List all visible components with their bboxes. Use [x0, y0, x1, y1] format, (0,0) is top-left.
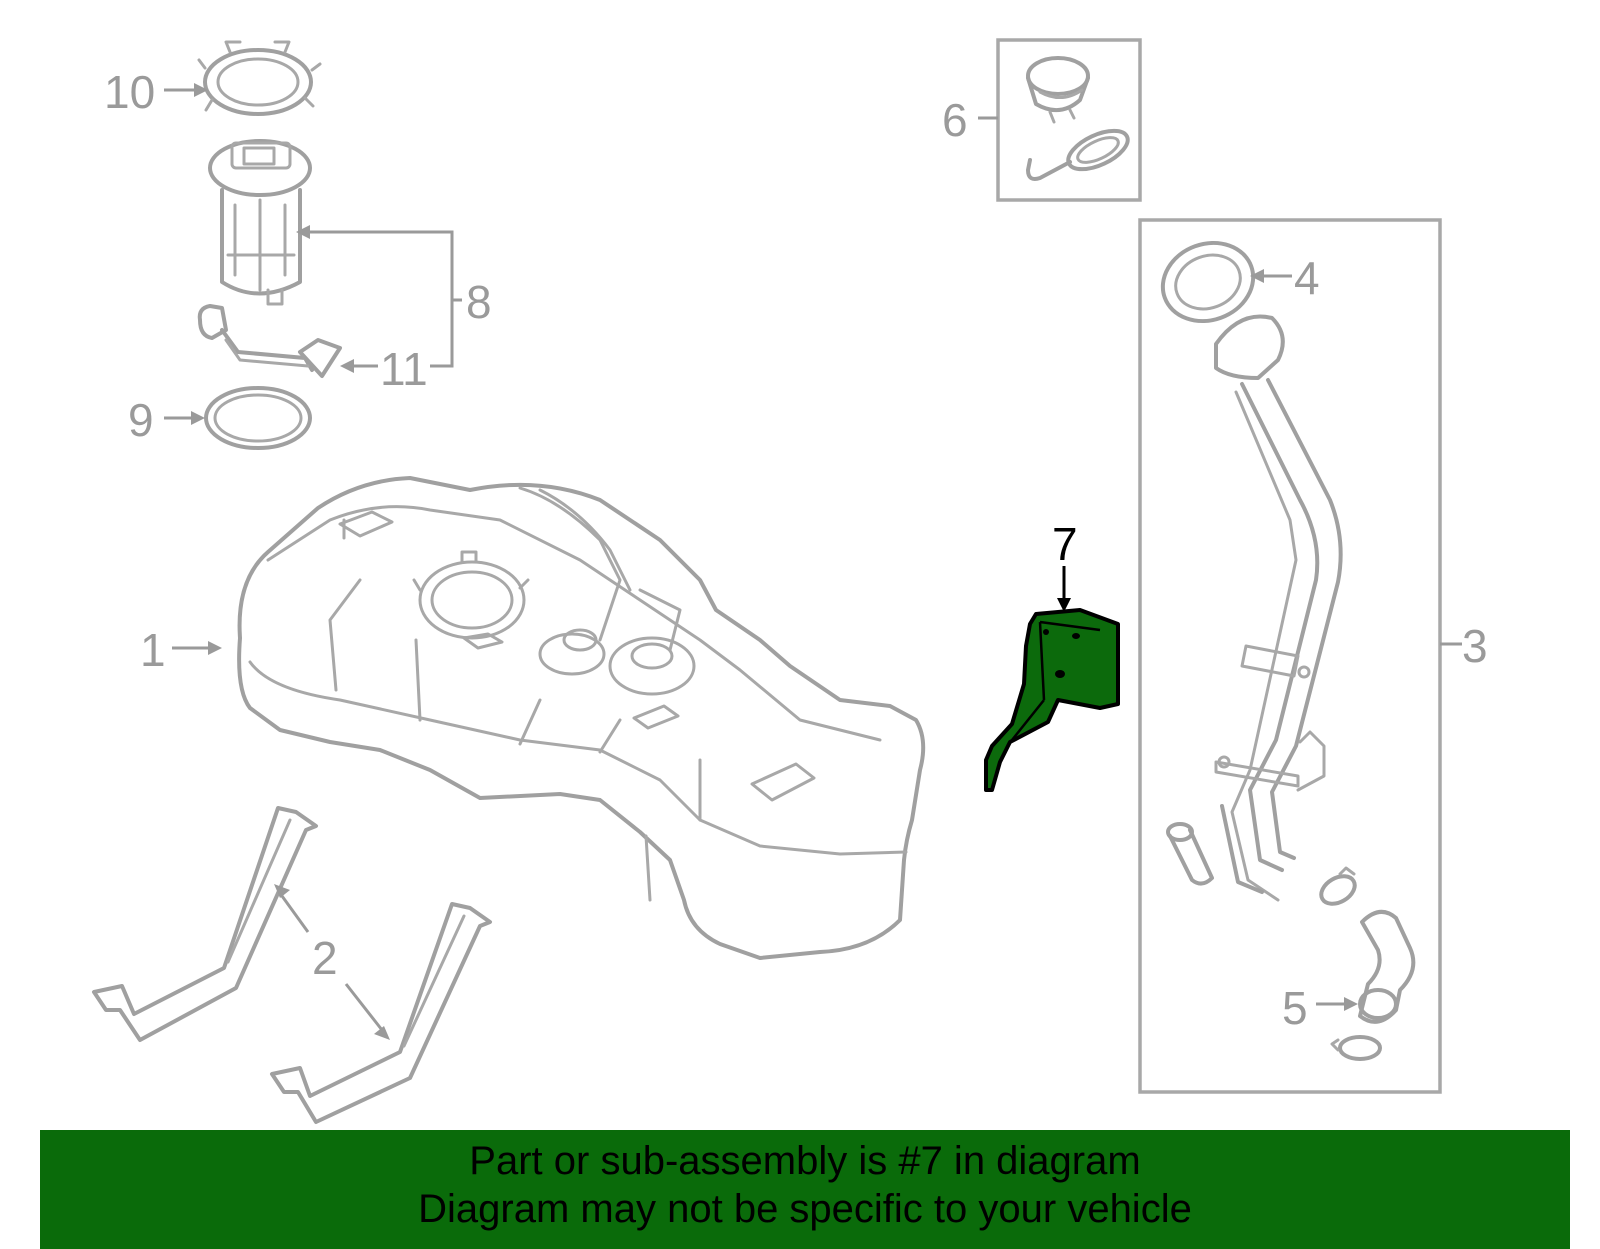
callout-2: 2: [312, 932, 338, 984]
callout-10: 10: [104, 66, 155, 118]
tank-strap-lower-part-2[interactable]: [270, 902, 492, 1124]
callout-9: 9: [128, 394, 154, 446]
banner-line-2: Diagram may not be specific to your vehi…: [418, 1187, 1192, 1231]
leader-2-upper-arrow: [274, 884, 290, 898]
callout-4: 4: [1294, 252, 1320, 304]
callout-11: 11: [380, 343, 428, 395]
leader-2-lower: [344, 983, 384, 1031]
leader-7-arrow: [1057, 598, 1071, 612]
filler-assembly-box: [1138, 218, 1442, 1094]
filler-neck-part-3[interactable]: [1214, 314, 1343, 902]
leader-10-arrow: [194, 83, 208, 97]
lock-ring-part-10[interactable]: [197, 40, 322, 116]
small-hose[interactable]: [1166, 822, 1214, 886]
leader-9-arrow: [191, 411, 205, 425]
callout-6: 6: [942, 94, 968, 146]
tank-strap-upper-part-2[interactable]: [92, 806, 318, 1042]
fuel-level-sender-part-11[interactable]: [197, 304, 342, 378]
heat-shield-part-7[interactable]: [984, 608, 1120, 792]
leader-8: [300, 230, 462, 368]
info-banner: Part or sub-assembly is #7 in diagram Di…: [40, 1130, 1570, 1249]
fuel-tank-part-1[interactable]: [237, 476, 926, 960]
gasket-part-9[interactable]: [204, 386, 312, 450]
heat-shield-hole-corner: [1043, 629, 1049, 635]
heat-shield-hole-upper: [1072, 633, 1080, 639]
hose-clamp-upper[interactable]: [1316, 866, 1359, 909]
callout-8: 8: [466, 276, 492, 328]
leader-1-arrow: [208, 641, 222, 655]
seal-ring-part-4[interactable]: [1152, 231, 1264, 334]
callout-7: 7: [1052, 518, 1078, 570]
leader-4-arrow: [1250, 269, 1264, 283]
leader-5-arrow: [1344, 997, 1358, 1011]
fuel-cap-part-6[interactable]: [1026, 56, 1133, 181]
heat-shield-hole-lower: [1055, 670, 1065, 678]
leader-2-upper: [280, 895, 310, 933]
callout-1: 1: [140, 624, 166, 676]
fuel-pump-module-part-8[interactable]: [208, 139, 312, 306]
leader-11-arrow: [340, 359, 354, 373]
callout-3: 3: [1462, 620, 1488, 672]
banner-line-1: Part or sub-assembly is #7 in diagram: [469, 1139, 1141, 1183]
filler-hose-part-5[interactable]: [1358, 910, 1416, 1024]
leader-2-lower-arrow: [374, 1026, 390, 1040]
hose-clamp-lower[interactable]: [1330, 1035, 1382, 1061]
fuel-cap-box: [996, 38, 1142, 202]
leader-8-arrow: [296, 225, 310, 239]
callout-5: 5: [1282, 982, 1308, 1034]
